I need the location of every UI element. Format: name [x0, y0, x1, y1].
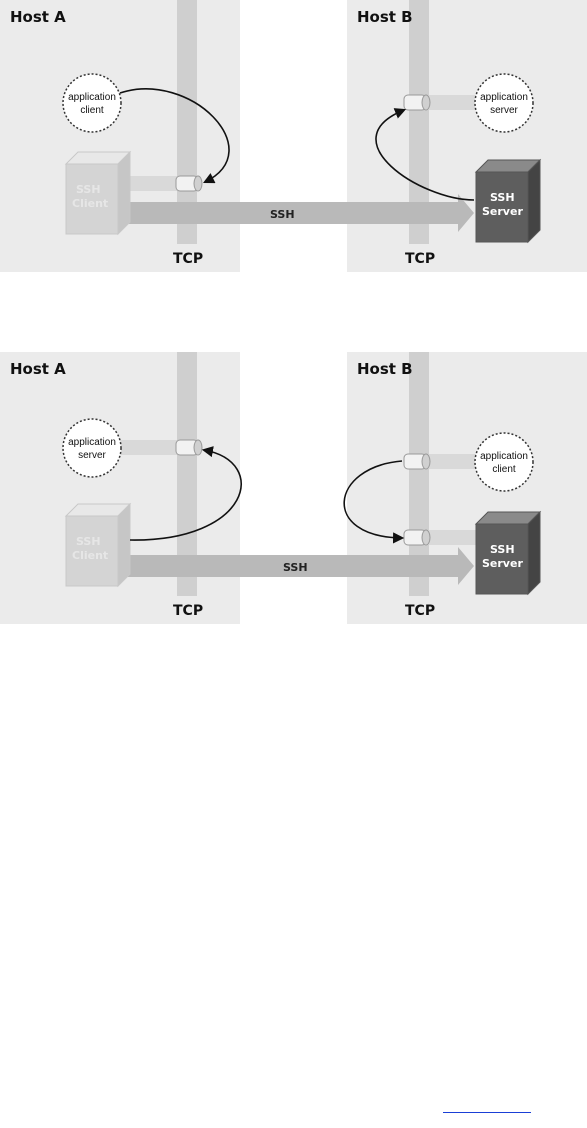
ssh-server-line2: Server: [482, 205, 523, 218]
application-client-bubble: application client: [474, 432, 534, 492]
port-cylinder-right: [403, 94, 431, 111]
application-server-bubble: application server: [474, 73, 534, 133]
port-cylinder-right-top: [403, 453, 431, 470]
host-a-label: Host A: [10, 360, 66, 378]
port-cylinder-left: [175, 175, 203, 192]
port-forwarding-diagrams: Host A Host B SSH SSH Client SSH Server: [0, 0, 587, 624]
ssh-client-box: SSH Client: [64, 502, 132, 588]
curve-arrow-right: [375, 108, 475, 201]
app-left-line1: application: [68, 437, 116, 448]
ssh-client-line1: SSH: [76, 183, 101, 196]
host-b-panel: [347, 0, 587, 272]
app-left-line1: application: [68, 92, 116, 103]
application-server-bubble: application server: [62, 418, 122, 478]
app-left-line2: client: [80, 105, 104, 116]
host-a-label: Host A: [10, 8, 66, 26]
ssh-tunnel-arrow: [122, 547, 474, 585]
ssh-server-box: SSH Server: [474, 158, 542, 244]
ssh-server-line1: SSH: [490, 191, 515, 204]
curve-arrow-left: [119, 88, 230, 184]
host-b-panel: [347, 352, 587, 624]
port-cylinder-right-bottom: [403, 529, 431, 546]
host-b-label: Host B: [357, 360, 413, 378]
app-right-line1: application: [480, 92, 528, 103]
footer-link-underline[interactable]: [443, 1112, 531, 1113]
app-right-line1: application: [480, 451, 528, 462]
ssh-label: SSH: [283, 561, 308, 574]
ssh-client-box: SSH Client: [64, 150, 132, 236]
ssh-client-line2: Client: [72, 549, 108, 562]
tcp-label-left: TCP: [173, 251, 203, 267]
app-right-line2: client: [492, 464, 516, 475]
ssh-client-line2: Client: [72, 197, 108, 210]
app-left-line2: server: [78, 450, 106, 461]
ssh-label: SSH: [270, 208, 295, 221]
curve-arrow-right: [343, 460, 405, 544]
ssh-server-line2: Server: [482, 557, 523, 570]
port-cylinder-left: [175, 439, 203, 456]
tcp-label-right: TCP: [405, 603, 435, 619]
ssh-server-line1: SSH: [490, 543, 515, 556]
host-b-label: Host B: [357, 8, 413, 26]
diagram-remote-forwarding: Host A Host B SSH SSH Client SSH Server: [0, 352, 587, 624]
ssh-client-line1: SSH: [76, 535, 101, 548]
ssh-server-box: SSH Server: [474, 510, 542, 596]
tcp-label-right: TCP: [405, 251, 435, 267]
app-right-line2: server: [490, 105, 518, 116]
tcp-label-left: TCP: [173, 603, 203, 619]
ssh-tunnel-arrow: [122, 194, 474, 232]
application-client-bubble: application client: [62, 73, 122, 133]
curve-arrow-left: [129, 446, 242, 541]
diagram-local-forwarding: Host A Host B SSH SSH Client SSH Server: [0, 0, 587, 272]
